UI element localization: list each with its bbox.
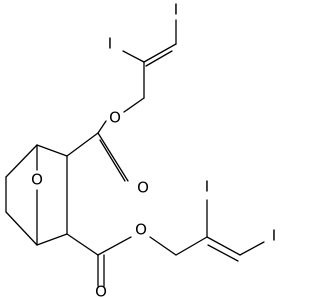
iodine-label: I [205,178,209,196]
oxygen-label: O [135,221,147,239]
bond [149,236,177,256]
bond [66,233,99,256]
bond [36,233,68,246]
bond [5,144,38,178]
bond [123,97,145,113]
oxygen-label: O [137,179,149,197]
bond [97,120,107,134]
bond [97,132,129,182]
bond [99,139,126,182]
iodine-label: I [174,1,178,19]
oxygen-label: O [95,283,107,298]
bond [239,241,265,256]
iodine-label: I [108,35,112,53]
atom-labels: I I O O O O O I I [31,1,276,298]
bond [66,132,99,157]
bond [97,236,132,256]
bond [122,50,145,63]
oxygen-label: O [31,171,43,189]
bond [175,236,208,256]
bond [36,144,68,157]
bond [206,236,241,256]
bond [145,50,173,67]
bond [5,211,38,246]
bond-lines [5,19,265,287]
bond [143,43,177,63]
oxygen-label: O [109,109,121,127]
molecule-structure: I I O O O O O I I [5,1,276,298]
bond [207,244,239,262]
iodine-label: I [272,227,276,245]
